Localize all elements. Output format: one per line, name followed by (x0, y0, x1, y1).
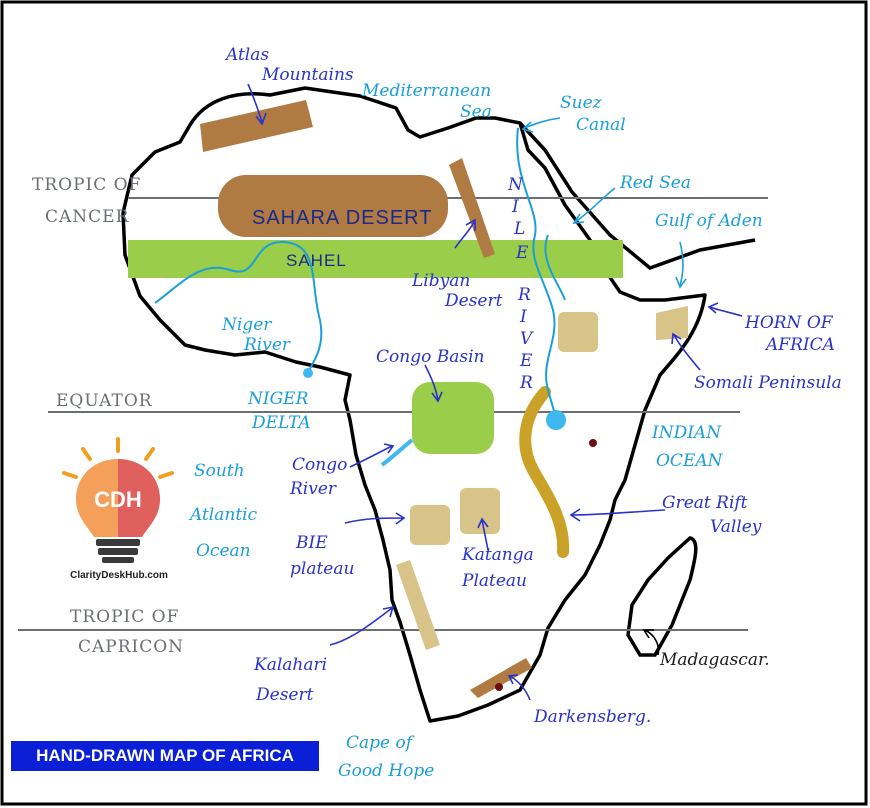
rift-label-2: Valley (710, 517, 762, 537)
horn-label-2: AFRICA (764, 335, 835, 355)
tropic-cancer-label-1: TROPIC OF (32, 175, 141, 195)
gulf-aden-label: Gulf of Aden (655, 211, 763, 231)
niger-river-label-1: Niger (221, 315, 272, 335)
river-letter-3: V (520, 329, 534, 349)
darkensberg-label: Darkensberg. (533, 707, 651, 727)
libyan-desert (449, 158, 495, 258)
river-letter-5: R (519, 373, 533, 393)
south-atlantic-label-2: Atlantic (188, 505, 258, 525)
mediterranean-label-2: Sea (460, 102, 492, 122)
tropic-capricorn-label-2: CAPRICON (78, 637, 184, 657)
nile-letter-1: N (507, 175, 524, 195)
congo-basin (412, 382, 494, 454)
nile-letter-3: L (513, 219, 525, 239)
sahara-desert (218, 175, 448, 237)
lightbulb-brain-icon: CDH (62, 437, 174, 563)
lake-victoria (546, 410, 566, 430)
south-atlantic-label-3: Ocean (196, 541, 251, 561)
atlas-mountains (200, 100, 313, 152)
river-letter-1: R (517, 285, 531, 305)
cape-label-2: Good Hope (338, 761, 434, 781)
niger-delta-dot (303, 368, 313, 378)
kalahari-label-2: Desert (255, 685, 314, 705)
mediterranean-label-1: Mediterranean (361, 81, 491, 101)
atlas-label-2: Mountains (261, 65, 354, 85)
bie-plateau (410, 505, 450, 545)
congo-basin-label: Congo Basin (376, 347, 484, 367)
logo-initials: CDH (94, 487, 142, 512)
tropic-cancer-label-2: CANCER (45, 207, 130, 227)
bie-label-2: plateau (290, 559, 354, 579)
suez-label-1: Suez (560, 93, 603, 113)
libyan-label-2: Desert (444, 291, 503, 311)
niger-delta-label-2: DELTA (251, 413, 311, 433)
map-title: HAND-DRAWN MAP OF AFRICA (11, 741, 319, 771)
niger-river-label-2: River (243, 335, 291, 355)
niger-river (154, 240, 323, 373)
sahel-band (128, 240, 623, 278)
red-sea-label: Red Sea (619, 173, 691, 193)
equator-label: EQUATOR (56, 391, 153, 411)
somali-label: Somali Peninsula (694, 373, 842, 393)
katanga-plateau (460, 488, 500, 534)
africa-outline (121, 86, 707, 723)
indian-ocean-label-1: INDIAN (651, 423, 722, 443)
pointer-arrows (247, 83, 743, 701)
niger-delta-label-1: NIGER (247, 389, 309, 409)
nile-letter-4: E (515, 243, 529, 263)
red-sea-coast (518, 121, 756, 270)
suez-label-2: Canal (576, 115, 626, 135)
nile-river (516, 127, 557, 421)
tropic-capricorn-label-1: TROPIC OF (70, 607, 179, 627)
river-letter-2: I (519, 307, 527, 327)
indian-ocean-label-2: OCEAN (656, 451, 724, 471)
nile-branch (544, 234, 566, 301)
sahel-label: SAHEL (286, 251, 347, 270)
bie-label-1: BIE (295, 533, 328, 553)
drakensberg (470, 658, 532, 698)
congo-river-label-2: River (289, 479, 337, 499)
kilimanjaro-dot (589, 439, 597, 447)
madagascar-label: Madagascar. (659, 650, 770, 670)
cape-label-1: Cape of (346, 733, 415, 753)
somali-peninsula (656, 306, 688, 340)
drakensberg-dot (495, 683, 503, 691)
south-atlantic-label-1: South (194, 461, 245, 481)
kalahari-desert (396, 560, 440, 650)
kalahari-label-1: Kalahari (253, 655, 327, 675)
ethiopian-highland (558, 312, 598, 352)
sahara-label: SAHARA DESERT (252, 207, 432, 229)
horn-label-1: HORN OF (744, 313, 834, 333)
atlas-label-1: Atlas (224, 45, 269, 65)
katanga-label-2: Plateau (461, 571, 527, 591)
nile-letter-2: I (511, 197, 519, 217)
madagascar-outline (626, 536, 698, 657)
libyan-label-1: Libyan (411, 271, 470, 291)
rift-label-1: Great Rift (662, 493, 748, 513)
great-rift-valley (519, 386, 570, 558)
katanga-label-1: Katanga (461, 545, 534, 565)
river-letter-4: E (519, 351, 533, 371)
logo-site-text: ClarityDeskHub.com (70, 570, 168, 581)
congo-river-label-1: Congo (292, 455, 347, 475)
congo-river (380, 438, 414, 467)
